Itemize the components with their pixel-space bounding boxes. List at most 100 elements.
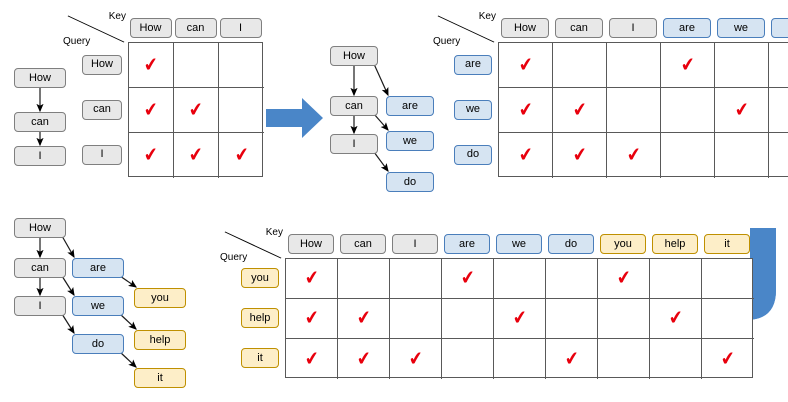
tree-node-i: I xyxy=(14,146,66,166)
tree-node-we: we xyxy=(386,131,434,151)
attention-grid: ✔✔✔✔✔✔✔✔✔✔✔✔ xyxy=(285,258,754,379)
column-header-it: it xyxy=(704,234,750,254)
attention-cell xyxy=(650,259,702,299)
attention-grid: ✔✔✔✔✔✔✔✔✔ xyxy=(498,42,788,178)
attention-cell xyxy=(769,43,788,88)
attention-cell: ✔ xyxy=(607,133,661,178)
row-header-you: you xyxy=(241,268,279,288)
attention-cell: ✔ xyxy=(174,88,219,133)
tree-node-how: How xyxy=(14,218,66,238)
tree-node-can: can xyxy=(14,258,66,278)
attention-cell xyxy=(598,299,650,339)
attention-cell xyxy=(650,339,702,379)
attention-cell: ✔ xyxy=(499,88,553,133)
column-header-help: help xyxy=(652,234,698,254)
attention-cell: ✔ xyxy=(546,339,598,379)
column-header-can: can xyxy=(555,18,603,38)
attention-cell xyxy=(338,259,390,299)
tree-node-how: How xyxy=(330,46,378,66)
column-header-how: How xyxy=(288,234,334,254)
column-header-you: you xyxy=(600,234,646,254)
attention-cell: ✔ xyxy=(598,259,650,299)
attention-cell: ✔ xyxy=(286,259,338,299)
row-header-do: do xyxy=(454,144,492,165)
attention-cell: ✔ xyxy=(129,133,174,178)
attention-cell xyxy=(174,43,219,88)
attention-cell: ✔ xyxy=(286,339,338,379)
check-icon: ✔ xyxy=(719,346,737,371)
attention-cell xyxy=(598,339,650,379)
tree-node-we: we xyxy=(72,296,124,316)
attention-cell: ✔ xyxy=(494,299,546,339)
tree-node-are: are xyxy=(386,96,434,116)
attention-cell: ✔ xyxy=(129,88,174,133)
check-icon: ✔ xyxy=(355,306,372,330)
attention-cell: ✔ xyxy=(338,299,390,339)
column-header-how: How xyxy=(501,18,549,38)
check-icon: ✔ xyxy=(303,346,320,371)
column-header-we: we xyxy=(496,234,542,254)
attention-cell xyxy=(442,299,494,339)
axis-label-key: Key xyxy=(478,11,496,22)
axis-label-key: Key xyxy=(108,11,126,22)
check-icon: ✔ xyxy=(303,266,320,290)
column-header-do: do xyxy=(771,18,788,38)
row-header-how: How xyxy=(82,54,122,75)
axis-label-query: Query xyxy=(220,252,248,263)
tree-node-do: do xyxy=(386,172,434,192)
tree-node-are: are xyxy=(72,258,124,278)
attention-cell xyxy=(494,339,546,379)
column-header-how: How xyxy=(129,18,172,38)
attention-cell xyxy=(661,88,715,133)
tree-node-do: do xyxy=(72,334,124,354)
tree-node-can: can xyxy=(330,96,378,116)
attention-cell: ✔ xyxy=(499,43,553,88)
attention-cell: ✔ xyxy=(129,43,174,88)
column-header-are: are xyxy=(444,234,490,254)
attention-cell xyxy=(546,259,598,299)
row-header-it: it xyxy=(241,348,279,368)
check-icon: ✔ xyxy=(667,306,684,330)
column-header-are: are xyxy=(663,18,711,38)
panel2-attention-matrix: KeyQueryHowcanIarewedoarewedo✔✔✔✔✔✔✔✔✔ xyxy=(0,0,788,183)
axis-label-key: Key xyxy=(265,227,283,238)
attention-cell xyxy=(390,299,442,339)
column-header-i: I xyxy=(609,18,657,38)
attention-cell: ✔ xyxy=(390,339,442,379)
tree-node-you: you xyxy=(134,288,186,308)
axis-label-query: Query xyxy=(433,36,461,47)
row-header-we: we xyxy=(454,99,492,120)
attention-cell xyxy=(715,133,769,178)
tree-node-i: I xyxy=(14,296,66,316)
check-icon: ✔ xyxy=(303,306,320,330)
check-icon: ✔ xyxy=(355,346,372,371)
attention-cell: ✔ xyxy=(553,133,607,178)
column-header-i: I xyxy=(392,234,438,254)
attention-cell xyxy=(494,259,546,299)
attention-cell xyxy=(715,43,769,88)
tree-node-how: How xyxy=(14,68,66,88)
attention-cell: ✔ xyxy=(286,299,338,339)
attention-cell: ✔ xyxy=(661,43,715,88)
row-header-can: can xyxy=(82,99,122,120)
tree-node-can: can xyxy=(14,112,66,132)
tree-node-i: I xyxy=(330,134,378,154)
attention-cell: ✔ xyxy=(499,133,553,178)
attention-grid: ✔✔✔✔✔✔ xyxy=(128,42,264,178)
attention-cell xyxy=(553,43,607,88)
attention-cell: ✔ xyxy=(702,339,754,379)
column-header-do: do xyxy=(548,234,594,254)
attention-cell xyxy=(607,88,661,133)
attention-cell xyxy=(702,259,754,299)
check-icon: ✔ xyxy=(407,346,424,371)
